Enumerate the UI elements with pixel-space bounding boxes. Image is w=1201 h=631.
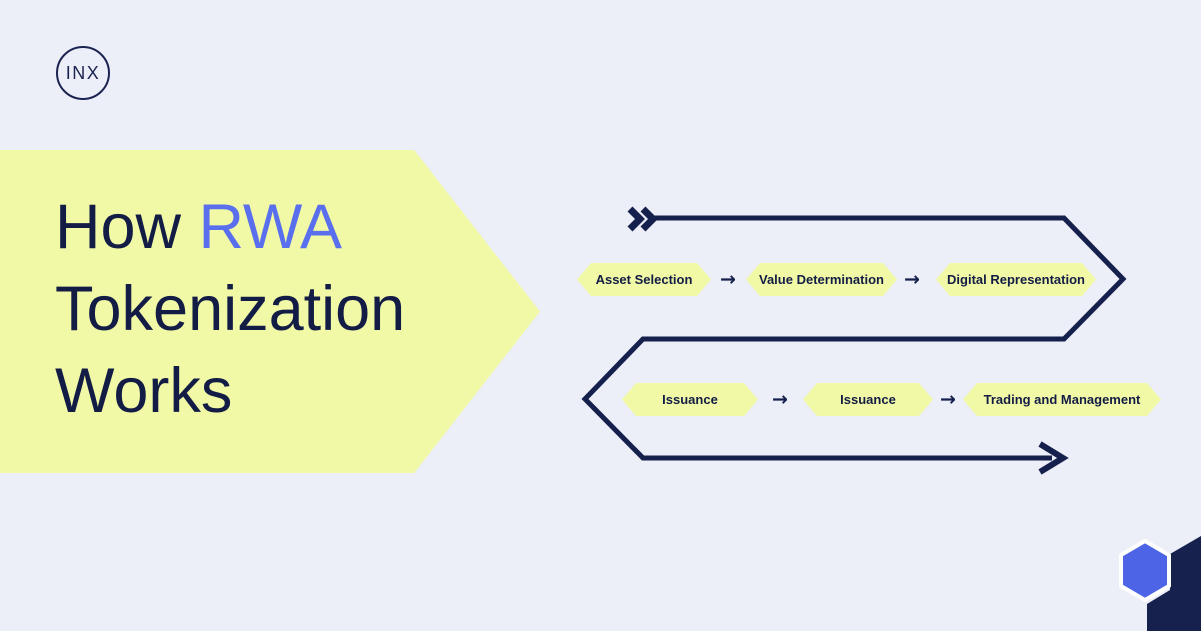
step-value-determination: Value Determination bbox=[746, 263, 897, 296]
step-digital-representation: Digital Representation bbox=[936, 263, 1096, 296]
hexagon-icon bbox=[1119, 539, 1171, 602]
arrow-right-icon: → bbox=[720, 268, 736, 291]
page-title: How RWA Tokenization Works bbox=[55, 186, 405, 432]
step-asset-selection: Asset Selection bbox=[577, 263, 711, 296]
step-label: Value Determination bbox=[759, 272, 884, 287]
step-label: Asset Selection bbox=[595, 272, 693, 287]
step-label: Issuance bbox=[662, 392, 718, 407]
arrow-right-icon: → bbox=[940, 388, 956, 411]
step-issuance-1: Issuance bbox=[622, 383, 758, 416]
step-label: Digital Representation bbox=[947, 272, 1085, 287]
title-highlight: RWA bbox=[198, 192, 343, 262]
inx-logo-text: INX bbox=[65, 62, 101, 83]
title-line-2: Tokenization bbox=[55, 274, 406, 344]
corner-navy-shape bbox=[1147, 536, 1201, 631]
title-line-3: Works bbox=[55, 356, 233, 426]
step-label: Trading and Management bbox=[983, 392, 1141, 407]
flow-arrowhead-icon bbox=[1038, 441, 1069, 475]
flow-path bbox=[581, 215, 1127, 461]
step-issuance-2: Issuance bbox=[803, 383, 933, 416]
arrow-right-icon: → bbox=[772, 388, 788, 411]
inx-logo: INX bbox=[56, 46, 110, 100]
arrow-right-icon: → bbox=[904, 268, 920, 291]
title-line-1: How RWA bbox=[55, 186, 405, 268]
step-label: Issuance bbox=[840, 392, 896, 407]
title-prefix: How bbox=[55, 192, 182, 262]
step-trading-and-management: Trading and Management bbox=[963, 383, 1161, 416]
title-banner-arrow bbox=[0, 150, 540, 473]
